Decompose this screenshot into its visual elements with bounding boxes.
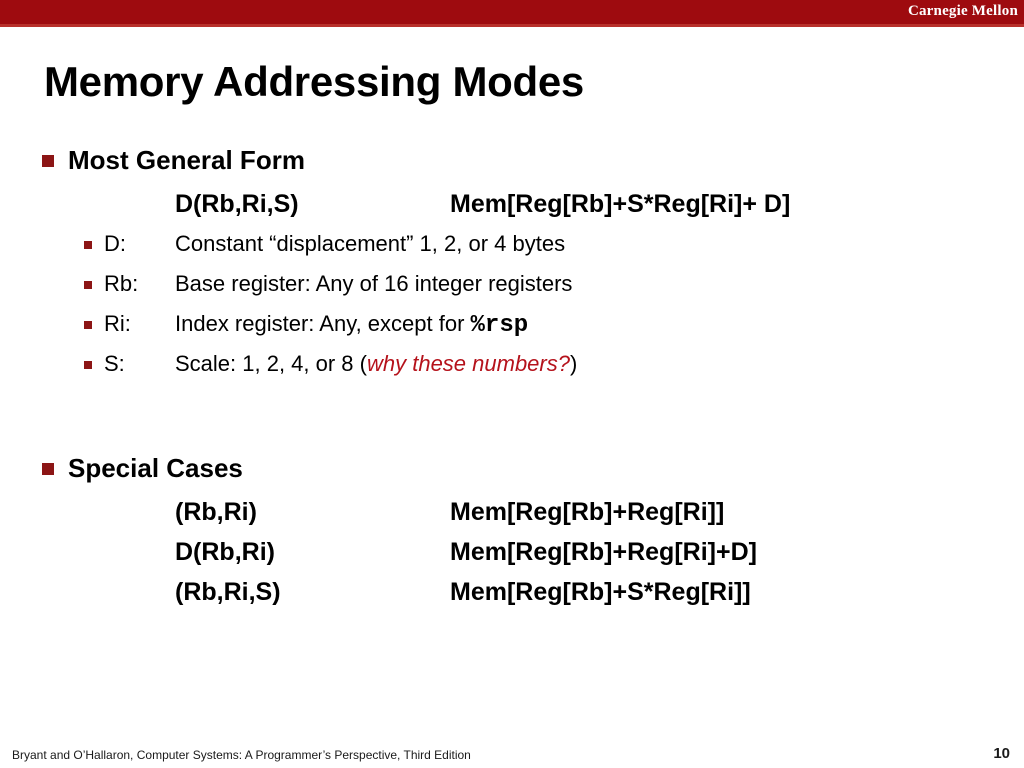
special-case-meaning-2: Mem[Reg[Rb]+Reg[Ri]+D] [450, 538, 757, 566]
param-desc-ri-text: Index register: Any, except for [175, 311, 471, 336]
square-bullet-icon [42, 155, 54, 167]
special-case-syntax-2: D(Rb,Ri) [175, 538, 275, 566]
general-form-row: D(Rb,Ri,S) Mem[Reg[Rb]+S*Reg[Ri]+ D] [0, 190, 1024, 230]
param-row-rb: Rb: Base register: Any of 16 integer reg… [0, 270, 1024, 310]
register-code-rsp: %rsp [470, 312, 529, 339]
param-row-s: S: Scale: 1, 2, 4, or 8 (why these numbe… [0, 350, 1024, 390]
square-bullet-small-icon [84, 321, 92, 329]
param-desc-s: Scale: 1, 2, 4, or 8 (why these numbers?… [175, 350, 577, 378]
param-key-s: S: [104, 351, 125, 376]
general-form-syntax: D(Rb,Ri,S) [175, 190, 299, 218]
param-desc-d: Constant “displacement” 1, 2, or 4 bytes [175, 231, 566, 256]
section-heading-general: Most General Form [0, 144, 1024, 176]
top-banner [0, 0, 1024, 24]
param-desc-ri: Index register: Any, except for %rsp [175, 310, 528, 340]
square-bullet-small-icon [84, 241, 92, 249]
param-row-ri: Ri: Index register: Any, except for %rsp [0, 310, 1024, 350]
special-case-syntax-3: (Rb,Ri,S) [175, 578, 281, 606]
section-heading-special-label: Special Cases [68, 453, 243, 483]
slide-body: Most General Form D(Rb,Ri,S) Mem[Reg[Rb]… [0, 144, 1024, 618]
param-desc-rb: Base register: Any of 16 integer registe… [175, 271, 573, 296]
param-desc-s-text: Scale: 1, 2, 4, or 8 ( [175, 351, 367, 376]
square-bullet-icon [42, 463, 54, 475]
spacer [0, 390, 1024, 452]
special-case-row-2: D(Rb,Ri) Mem[Reg[Rb]+Reg[Ri]+D] [0, 538, 1024, 578]
page-number: 10 [993, 745, 1010, 762]
param-desc-s-emphasis: why these numbers? [366, 351, 570, 376]
special-case-meaning-1: Mem[Reg[Rb]+Reg[Ri]] [450, 498, 725, 526]
special-case-row-1: (Rb,Ri) Mem[Reg[Rb]+Reg[Ri]] [0, 498, 1024, 538]
square-bullet-small-icon [84, 361, 92, 369]
param-key-d: D: [104, 231, 126, 256]
institution-name: Carnegie Mellon [907, 3, 1018, 19]
special-case-row-3: (Rb,Ri,S) Mem[Reg[Rb]+S*Reg[Ri]] [0, 578, 1024, 618]
param-row-d: D: Constant “displacement” 1, 2, or 4 by… [0, 230, 1024, 270]
spacer [0, 484, 1024, 498]
special-case-syntax-1: (Rb,Ri) [175, 498, 257, 526]
spacer [0, 176, 1024, 190]
banner-underline [0, 24, 1024, 27]
page-title: Memory Addressing Modes [44, 58, 584, 105]
section-heading-general-label: Most General Form [68, 145, 305, 175]
section-heading-special: Special Cases [0, 452, 1024, 484]
param-key-ri: Ri: [104, 311, 131, 336]
general-form-meaning: Mem[Reg[Rb]+S*Reg[Ri]+ D] [450, 190, 791, 218]
param-key-rb: Rb: [104, 271, 139, 296]
footer-attribution: Bryant and O’Hallaron, Computer Systems:… [12, 748, 471, 762]
special-case-meaning-3: Mem[Reg[Rb]+S*Reg[Ri]] [450, 578, 751, 606]
param-desc-s-text-after: ) [569, 351, 578, 376]
square-bullet-small-icon [84, 281, 92, 289]
